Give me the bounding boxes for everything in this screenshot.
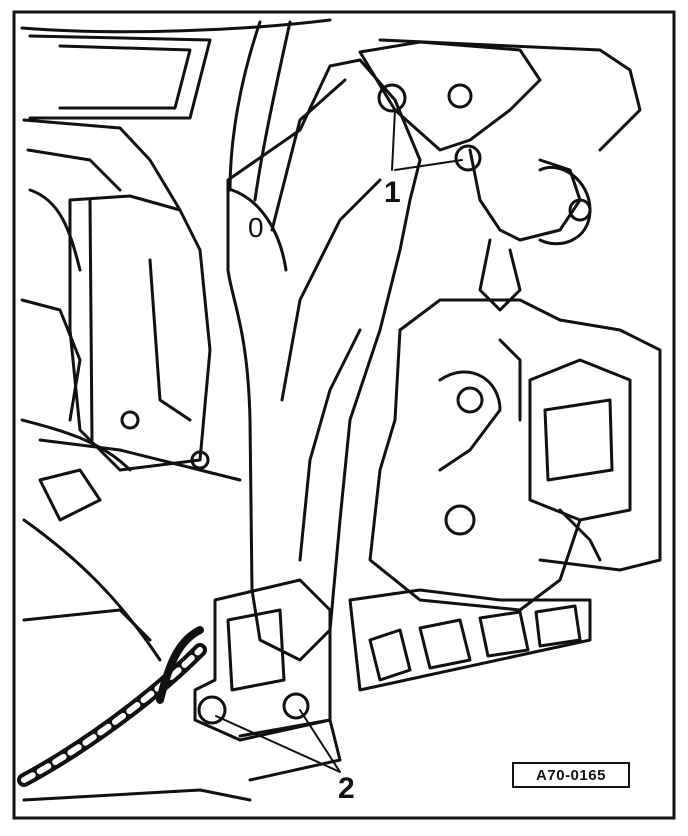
leader-2 [215,709,341,773]
window-frame-inner [58,44,192,110]
figure-reference-label: A70-0165 [512,762,630,788]
bolt-upper-1 [377,83,407,113]
bolt-upper-3 [447,83,473,109]
bolt-upper-2 [454,144,482,172]
heater-housing [398,298,662,572]
roof-contour [20,18,332,34]
servo-motor [528,358,632,522]
lower-rail [348,588,592,692]
window-frame [28,34,212,120]
lower-mount-block [193,578,332,742]
callout-0: 0 [248,212,264,243]
drawing-border [12,10,676,820]
callout-2: 2 [338,772,355,805]
bolt-lower-1 [197,695,227,725]
left-bracket [68,194,212,472]
leader-1 [391,109,463,171]
bolt-lower-2 [282,692,310,720]
callout-1: 1 [384,176,401,209]
